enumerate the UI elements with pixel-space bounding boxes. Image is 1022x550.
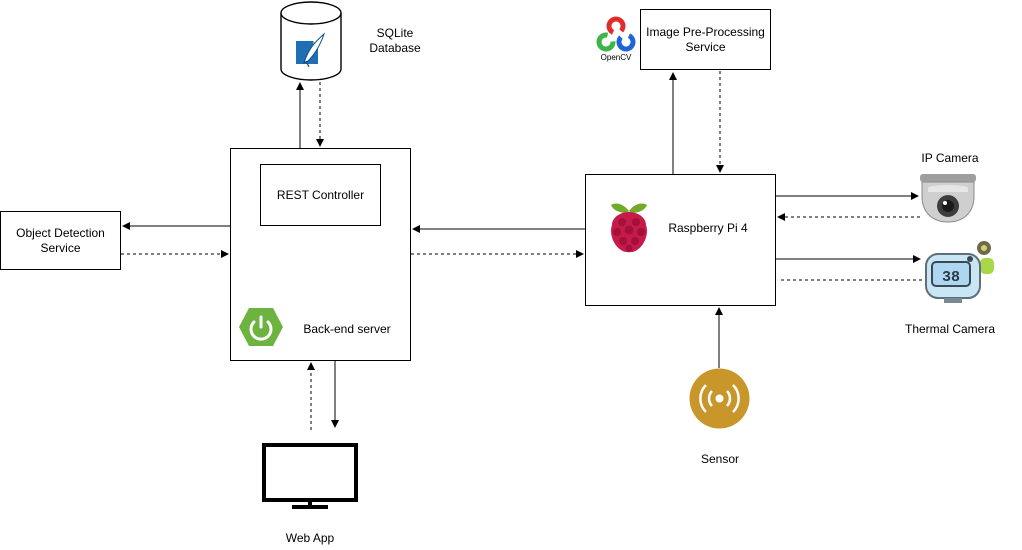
preprocessing-label: Image Pre-Processing Service [646,24,765,54]
thermal-camera-icon: 38 [924,238,996,304]
rest-controller-label: REST Controller [276,187,365,202]
thermal-camera-label: Thermal Camera [904,322,996,336]
rest-controller-box: REST Controller [260,164,381,226]
raspberry-pi-icon [607,199,651,255]
thermal-display-text: 38 [942,269,960,286]
ip-camera-label: IP Camera [921,151,979,165]
web-app-label: Web App [285,531,335,545]
opencv-icon: OpenCV [596,16,636,64]
backend-server-label: Back-end server [303,322,391,336]
ip-camera-icon [920,174,976,224]
sensor-icon [689,368,750,429]
object-detection-label: Object Detection Service [16,225,105,255]
spring-boot-icon [238,307,284,347]
monitor-icon [262,443,358,509]
database-icon [280,1,342,81]
preprocessing-box: Image Pre-Processing Service [640,9,771,70]
raspberry-pi-label: Raspberry Pi 4 [668,221,748,235]
sensor-label: Sensor [700,452,740,466]
object-detection-box: Object Detection Service [0,211,121,270]
opencv-label: OpenCV [600,53,632,62]
database-label: SQLite Database [369,26,421,55]
